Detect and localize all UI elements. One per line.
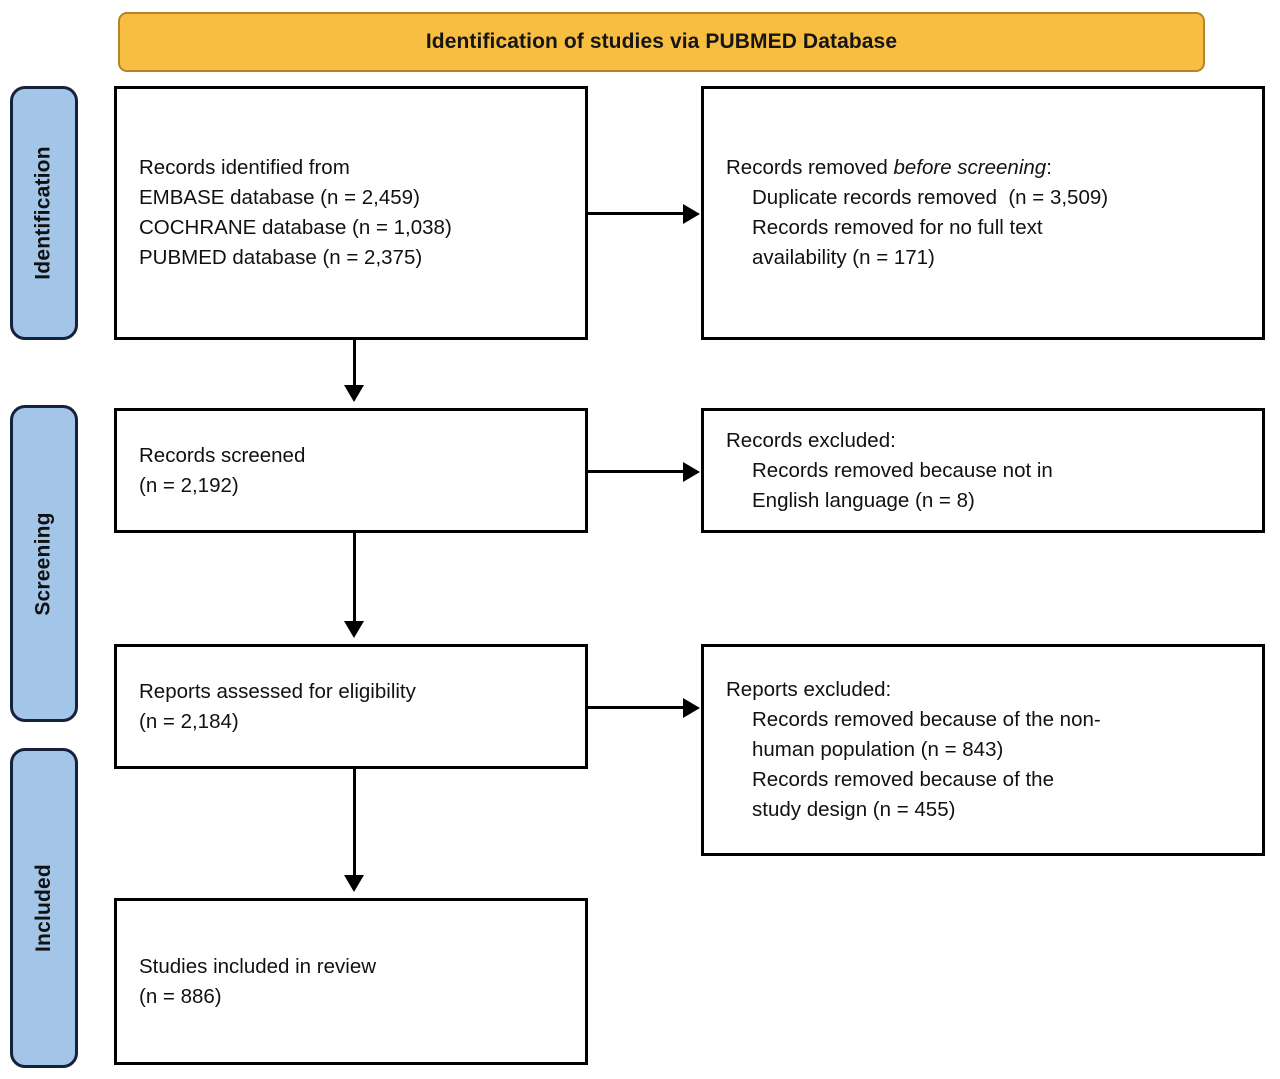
records-removed-before-heading-suffix: : — [1046, 156, 1052, 179]
connector-eligibility-to-included — [353, 769, 356, 882]
box-records-removed-before-screening: Records removed before screening: Duplic… — [701, 86, 1265, 340]
box-studies-included-in-review: Studies included in review (n = 886) — [114, 898, 588, 1065]
records-excluded-line-3: English language (n = 8) — [752, 488, 975, 512]
arrowhead-down-icon — [344, 385, 364, 402]
connector-identified-to-screened — [353, 340, 356, 392]
connector-screened-to-records-excluded — [588, 470, 685, 473]
records-excluded-line-2: Records removed because not in — [752, 458, 1053, 482]
connector-identified-to-removed-before — [588, 212, 685, 215]
box-records-excluded: Records excluded: Records removed becaus… — [701, 408, 1265, 533]
records-identified-line-4: PUBMED database (n = 2,375) — [139, 246, 423, 269]
connector-screened-to-eligibility — [353, 533, 356, 628]
records-screened-line-1: Records screened — [139, 443, 306, 467]
box-records-identified: Records identified from EMBASE database … — [114, 86, 588, 340]
reports-excluded-line-5: study design (n = 455) — [752, 798, 956, 821]
records-removed-before-heading-prefix: Records removed — [726, 156, 894, 179]
diagram-header-banner: Identification of studies via PUBMED Dat… — [118, 12, 1205, 72]
records-identified-line-1: Records identified from — [139, 156, 350, 179]
records-excluded-line-1: Records excluded: — [726, 428, 896, 452]
arrowhead-right-icon — [683, 204, 700, 224]
box-reports-excluded: Reports excluded: Records removed becaus… — [701, 644, 1265, 856]
records-screened-line-2: (n = 2,192) — [139, 473, 239, 497]
studies-included-line-2: (n = 886) — [139, 984, 222, 1008]
stage-label-included: Included — [10, 748, 78, 1068]
records-removed-before-line-2: Duplicate records removed (n = 3,509) — [752, 186, 1109, 209]
reports-assessed-line-1: Reports assessed for eligibility — [139, 679, 416, 703]
stage-label-screening: Screening — [10, 405, 78, 722]
studies-included-line-1: Studies included in review — [139, 954, 377, 978]
arrowhead-right-icon — [683, 698, 700, 718]
records-removed-before-heading: Records removed before screening: — [726, 153, 1240, 183]
reports-excluded-line-3: human population (n = 843) — [752, 738, 1004, 761]
stage-label-screening-text: Screening — [32, 511, 55, 616]
box-reports-assessed-for-eligibility: Reports assessed for eligibility (n = 2,… — [114, 644, 588, 769]
stage-label-identification-text: Identification — [32, 146, 55, 280]
reports-excluded-line-4: Records removed because of the — [752, 768, 1054, 791]
arrowhead-right-icon — [683, 462, 700, 482]
arrowhead-down-icon — [344, 621, 364, 638]
records-identified-line-2: EMBASE database (n = 2,459) — [139, 186, 420, 209]
records-removed-before-line-3: Records removed for no full text — [752, 216, 1043, 239]
box-records-screened: Records screened (n = 2,192) — [114, 408, 588, 533]
reports-excluded-line-1: Reports excluded: — [726, 678, 892, 701]
stage-label-identification: Identification — [10, 86, 78, 340]
diagram-title: Identification of studies via PUBMED Dat… — [425, 30, 898, 53]
stage-label-included-text: Included — [32, 864, 56, 952]
records-removed-before-line-4: availability (n = 171) — [752, 246, 935, 269]
records-identified-line-3: COCHRANE database (n = 1,038) — [139, 216, 452, 239]
records-removed-before-heading-italic: before screening — [893, 156, 1047, 179]
connector-eligibility-to-reports-excluded — [588, 706, 685, 709]
reports-excluded-line-2: Records removed because of the non- — [752, 708, 1101, 731]
arrowhead-down-icon — [344, 875, 364, 892]
reports-assessed-line-2: (n = 2,184) — [139, 709, 239, 733]
